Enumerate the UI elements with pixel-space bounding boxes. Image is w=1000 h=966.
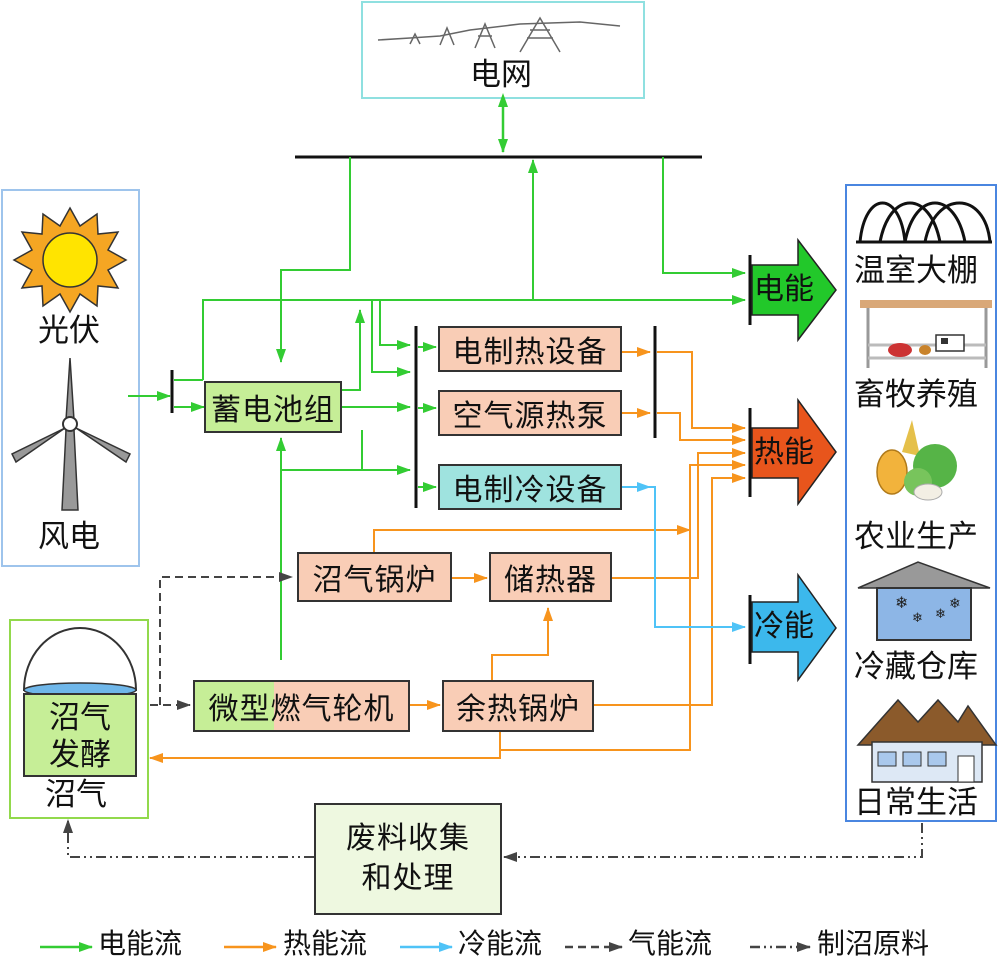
electric-cooler-node: 电制冷设备 xyxy=(438,464,622,510)
wind-turbine-icon xyxy=(10,357,132,511)
legend-heat-label: 热能流 xyxy=(283,927,368,960)
waste-treatment-line-1: 废料收集 xyxy=(346,820,470,856)
produce-icon xyxy=(876,420,957,501)
digester-label: 沼气 xyxy=(45,777,107,813)
power-tower-icon xyxy=(377,16,621,53)
legend-material-label: 制沼原料 xyxy=(817,927,930,960)
digester-inner-label: 沼气 发酵 xyxy=(40,700,120,774)
electric-output-label: 电能 xyxy=(754,272,814,307)
house-icon xyxy=(856,698,998,783)
user-livestock-label: 畜牧养殖 xyxy=(854,377,978,413)
waste-treatment-line-2: 和处理 xyxy=(361,861,455,896)
user-greenhouse-label: 温室大棚 xyxy=(854,253,978,289)
greenhouse-icon xyxy=(856,201,992,244)
cold-storage-icon: ❄ ❄ ❄ ❄ xyxy=(857,561,991,641)
wind-label: 风电 xyxy=(38,519,100,555)
grid-label: 电网 xyxy=(470,57,532,93)
svg-text:❄: ❄ xyxy=(912,611,923,626)
legend-electric-label: 电能流 xyxy=(98,927,183,960)
cold-output-arrow xyxy=(751,572,837,683)
heat-output-label: 热能 xyxy=(754,435,814,470)
digester-inner-line-1: 沼气 xyxy=(49,700,111,736)
svg-text:❄: ❄ xyxy=(949,596,961,612)
legend-cold-label: 冷能流 xyxy=(458,927,543,960)
user-cold-storage-label: 冷藏仓库 xyxy=(854,649,978,685)
user-daily-life-label: 日常生活 xyxy=(854,785,978,821)
micro-gas-turbine-node: 微型燃气轮机 xyxy=(193,680,410,732)
solar-label: 光伏 xyxy=(38,313,100,349)
sun-icon xyxy=(12,206,128,314)
livestock-barn-icon xyxy=(860,300,992,368)
electric-heater-node: 电制热设备 xyxy=(438,326,622,372)
heat-output-arrow xyxy=(751,397,837,507)
heat-storage-node: 储热器 xyxy=(489,552,612,602)
digester-tank-icon xyxy=(22,627,138,777)
biogas-boiler-node: 沼气锅炉 xyxy=(297,552,452,602)
svg-text:❄: ❄ xyxy=(935,607,946,622)
digester-inner-line-2: 发酵 xyxy=(49,737,111,774)
battery-node: 蓄电池组 xyxy=(204,381,342,433)
waste-heat-boiler-node: 余热锅炉 xyxy=(442,680,594,732)
legend-gas-label: 气能流 xyxy=(628,927,713,960)
cold-output-label: 冷能 xyxy=(754,609,814,644)
svg-text:❄: ❄ xyxy=(895,593,908,612)
waste-treatment-node: 废料收集 和处理 xyxy=(314,803,502,915)
user-agriculture-label: 农业生产 xyxy=(854,519,978,555)
air-heat-pump-node: 空气源热泵 xyxy=(438,390,622,436)
electric-output-arrow xyxy=(751,237,837,343)
